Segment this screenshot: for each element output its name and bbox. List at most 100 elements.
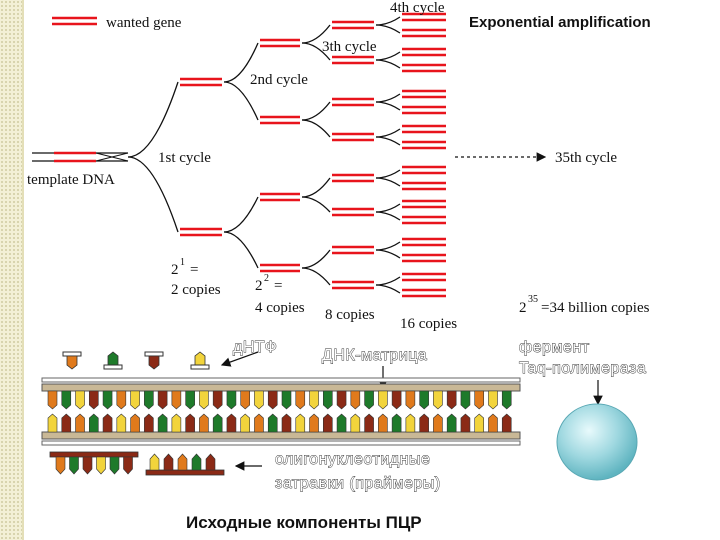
- base-bottom-4: [102, 413, 113, 433]
- dntp-label: дНТФ: [233, 339, 277, 356]
- base-bottom-3: [88, 413, 99, 433]
- product-c3-5: [332, 207, 374, 217]
- base-bottom-11: [199, 413, 209, 433]
- product-c4-14: [402, 272, 446, 282]
- base-top-11: [199, 390, 209, 410]
- base-bottom-8: [157, 413, 168, 433]
- base-top-8: [157, 390, 168, 410]
- base-bottom-26: [405, 413, 416, 433]
- cycle-2-label: 2nd cycle: [250, 72, 308, 88]
- base-top-14: [240, 390, 251, 410]
- base-top-5: [116, 390, 127, 410]
- copies-35-exp: 35: [528, 294, 538, 305]
- branch-cycle-3-3: [301, 249, 331, 286]
- base-top-4: [102, 390, 113, 410]
- product-c2-2: [260, 192, 300, 202]
- branch-cycle-4-6: [375, 241, 401, 259]
- bottom-backbone: [41, 431, 521, 440]
- primers-label-1: олигонуклеотидные: [275, 451, 430, 468]
- taq-polymerase-sphere: [556, 403, 638, 481]
- copies-2-eq: =: [274, 278, 282, 294]
- base-bottom-12: [212, 413, 223, 433]
- base-bottom-32: [488, 413, 498, 433]
- template-matrix-label: ДНК-матрица: [322, 347, 427, 364]
- base-top-29: [446, 390, 457, 410]
- base-top-18: [295, 390, 306, 410]
- base-top-25: [391, 390, 402, 410]
- primers-label-2: затравки (праймеры): [275, 475, 441, 492]
- base-top-32: [488, 390, 498, 410]
- base-top-30: [460, 390, 471, 410]
- base-bottom-20: [322, 413, 333, 433]
- base-top-26: [405, 390, 416, 410]
- branch-cycle-2-bottom: [223, 196, 259, 269]
- base-top-0: [47, 390, 58, 410]
- copies-4-label: 16 copies: [400, 316, 457, 332]
- base-bottom-5: [116, 413, 127, 433]
- product-c2-1: [260, 115, 300, 125]
- base-bottom-2: [75, 413, 85, 433]
- template-dna-label: template DNA: [27, 172, 115, 188]
- enzyme-label-2: Taq-полимераза: [519, 360, 646, 377]
- product-c4-5: [402, 105, 446, 115]
- product-c4-12: [402, 237, 446, 247]
- base-bottom-10: [185, 413, 195, 433]
- copies-1-eq: =: [190, 262, 198, 278]
- branch-cycle-3-0: [301, 24, 331, 61]
- base-top-12: [212, 390, 223, 410]
- branch-cycle-3-2: [301, 177, 331, 213]
- cycle-35-label: 35th cycle: [555, 150, 617, 166]
- copies-35-label: =34 billion copies: [541, 300, 650, 316]
- product-c4-1: [402, 28, 446, 38]
- base-top-9: [171, 390, 182, 410]
- product-c4-4: [402, 89, 446, 99]
- copies-2-exp: 2: [264, 273, 269, 284]
- branch-cycle-2-top: [223, 42, 259, 121]
- dntp-arrow: [220, 351, 259, 367]
- copies-2-base: 2: [255, 278, 263, 294]
- branch-cycle-4-1: [375, 51, 401, 69]
- base-top-15: [254, 390, 264, 410]
- base-bottom-29: [446, 413, 457, 433]
- base-bottom-33: [501, 413, 512, 433]
- decorative-side-strip: [0, 0, 22, 540]
- components-caption: Исходные компоненты ПЦР: [186, 513, 422, 532]
- product-c4-10: [402, 199, 446, 209]
- branch-cycle-4-4: [375, 169, 401, 187]
- product-c3-6: [332, 245, 374, 255]
- primer-2-base-2: [177, 453, 188, 471]
- cycle-3-label: 3th cycle: [322, 39, 377, 55]
- base-top-7: [144, 390, 154, 410]
- product-c4-3: [402, 63, 446, 73]
- legend: wanted gene: [52, 15, 182, 31]
- amplification-tree: [127, 12, 446, 298]
- product-c4-7: [402, 140, 446, 150]
- base-bottom-27: [419, 413, 429, 433]
- top-backbone: [41, 383, 521, 392]
- base-top-31: [474, 390, 485, 410]
- product-c3-7: [332, 280, 374, 290]
- enzyme-label-1: фермент: [519, 339, 590, 356]
- base-top-28: [433, 390, 443, 410]
- product-c4-6: [402, 124, 446, 134]
- base-bottom-14: [240, 413, 251, 433]
- branch-cycle-4-7: [375, 276, 401, 294]
- base-top-21: [336, 390, 347, 410]
- base-bottom-15: [254, 413, 264, 433]
- product-c3-1: [332, 55, 374, 65]
- copies-cycle-2: 2 2 = 4 copies: [255, 273, 305, 316]
- product-c3-4: [332, 173, 374, 183]
- product-c1-bottom: [180, 227, 222, 237]
- branch-cycle-4-3: [375, 128, 401, 146]
- product-c4-11: [402, 215, 446, 225]
- base-bottom-13: [226, 413, 237, 433]
- product-c4-8: [402, 165, 446, 175]
- branch-cycle-4-5: [375, 203, 401, 221]
- base-bottom-0: [47, 413, 58, 433]
- primer-1-base-4: [109, 456, 120, 475]
- base-bottom-31: [474, 413, 485, 433]
- legend-label: wanted gene: [106, 15, 182, 31]
- copies-1-base: 2: [171, 262, 179, 278]
- product-c4-0: [402, 12, 446, 22]
